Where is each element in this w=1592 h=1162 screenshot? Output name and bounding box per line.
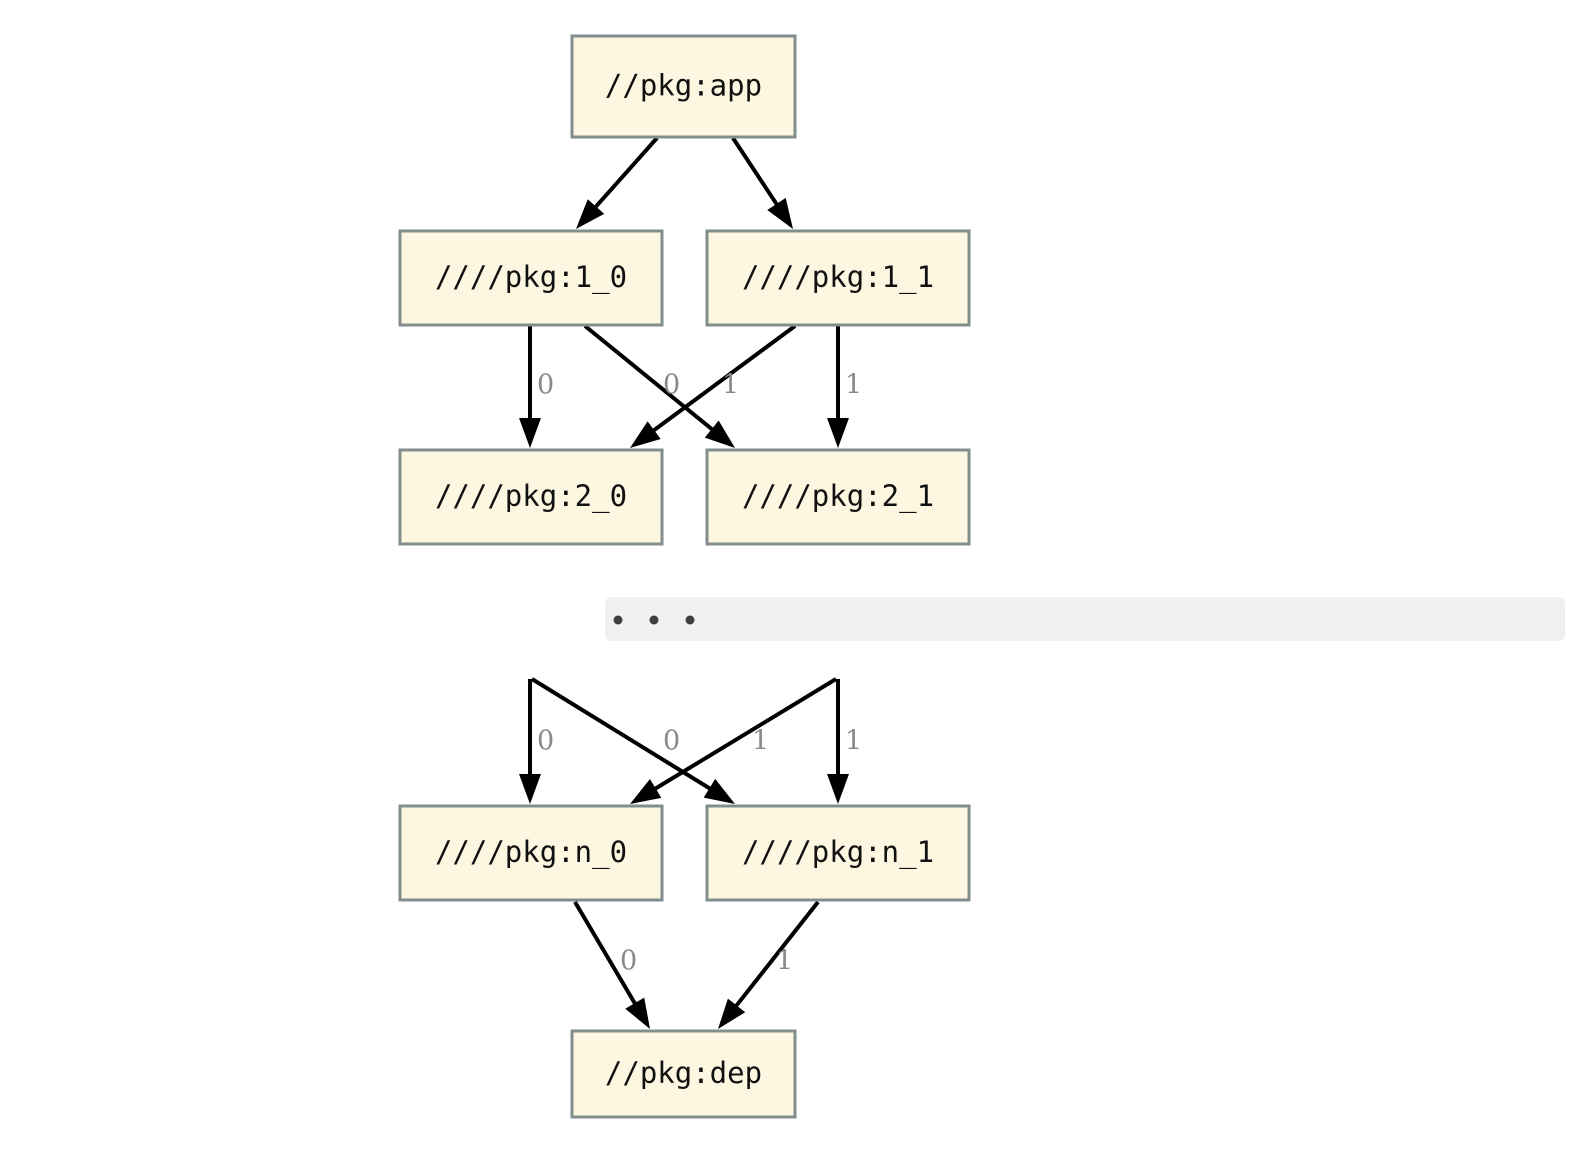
ellipsis-dot-1 [649, 615, 659, 625]
edge-arrowhead [827, 774, 849, 804]
edge-label-e-cut-n_1: 0 [663, 726, 680, 757]
edge-label-e-cut-n_1b: 1 [845, 726, 862, 757]
node-l2_0[interactable]: ////pkg:2_0 [398, 448, 664, 546]
edge-arrowhead [625, 997, 650, 1029]
ellipsis-dot-0 [613, 615, 623, 625]
edge-label-e-n_1-dep: 1 [776, 946, 793, 977]
nodes-group: //pkg:app ////pkg:1_0 ////pkg:1_1 ////pkg:2… [398, 34, 971, 1119]
edge-arrowhead [630, 421, 661, 448]
edge-label-e-1_1-2_0: 1 [722, 370, 739, 401]
edge-e-1_1-2_1 [827, 326, 849, 448]
edge-arrowhead [630, 779, 662, 804]
node-box[interactable] [705, 448, 971, 546]
ellipsis-band [605, 597, 1565, 641]
edge-label-e-cut-n_0b: 1 [752, 726, 769, 757]
edge-line [651, 677, 838, 793]
ellipsis-dot-2 [685, 615, 695, 625]
edge-arrowhead [827, 418, 849, 448]
node-label: ////pkg:1_0 [435, 260, 627, 295]
edge-e-n_1-dep [718, 900, 820, 1029]
edge-label-e-1_0-2_0: 0 [537, 370, 554, 401]
edge-e-n_0-dep [573, 900, 650, 1029]
edge-line [530, 677, 714, 793]
edge-line [649, 324, 797, 435]
node-l1_0[interactable]: ////pkg:1_0 [398, 229, 664, 327]
edge-line [573, 900, 639, 1008]
edge-arrowhead [767, 197, 793, 229]
node-ln_0[interactable]: ////pkg:n_0 [398, 804, 664, 902]
edge-arrowhead [519, 418, 541, 448]
edge-line [591, 136, 659, 211]
node-label: //pkg:dep [605, 1056, 762, 1090]
node-label: ////pkg:n_1 [742, 835, 934, 870]
edge-e-app-1_1 [731, 136, 793, 229]
edge-e-cut-n_1 [530, 677, 735, 804]
edge-e-1_0-2_0 [519, 326, 541, 448]
edge-e-cut-n_0 [519, 679, 541, 804]
node-box[interactable] [398, 448, 664, 546]
edge-e-1_1-2_0 [630, 324, 797, 448]
edge-line [732, 900, 820, 1010]
edge-e-cut-n_0b [630, 677, 838, 804]
node-l2_1[interactable]: ////pkg:2_1 [705, 448, 971, 546]
edge-line [583, 324, 717, 434]
node-box[interactable] [398, 229, 664, 327]
edge-arrowhead [576, 199, 605, 229]
edge-labels-group: 0 0 1 1 0 0 1 1 0 1 [537, 370, 862, 977]
edge-label-e-cut-n_0: 0 [537, 726, 554, 757]
node-box[interactable] [570, 34, 797, 139]
node-label: //pkg:app [605, 69, 762, 103]
node-ln_1[interactable]: ////pkg:n_1 [705, 804, 971, 902]
node-label: ////pkg:1_1 [742, 260, 934, 295]
node-dep[interactable]: //pkg:dep [570, 1029, 797, 1119]
node-box[interactable] [705, 804, 971, 902]
ellipsis-separator [605, 597, 1565, 641]
edge-label-e-n_0-dep: 0 [620, 946, 637, 977]
edge-line [731, 136, 781, 209]
node-l1_1[interactable]: ////pkg:1_1 [705, 229, 971, 327]
edge-arrowhead [718, 998, 746, 1029]
edge-arrowhead [519, 774, 541, 804]
ellipsis-dots [613, 615, 695, 625]
node-box[interactable] [570, 1029, 797, 1119]
edge-e-cut-n_1b [827, 679, 849, 804]
node-label: ////pkg:2_1 [742, 479, 934, 514]
edge-arrowhead [704, 420, 735, 448]
node-box[interactable] [705, 229, 971, 327]
node-label: ////pkg:2_0 [435, 479, 627, 514]
edge-e-1_0-2_1 [583, 324, 735, 448]
edge-label-e-1_1-2_1: 1 [845, 370, 862, 401]
node-box[interactable] [398, 804, 664, 902]
node-app[interactable]: //pkg:app [570, 34, 797, 139]
edges-group [519, 136, 849, 1029]
edge-arrowhead [703, 778, 735, 804]
edge-label-e-1_0-2_1: 0 [663, 370, 680, 401]
edge-e-app-1_0 [576, 136, 659, 229]
node-label: ////pkg:n_0 [435, 835, 627, 870]
